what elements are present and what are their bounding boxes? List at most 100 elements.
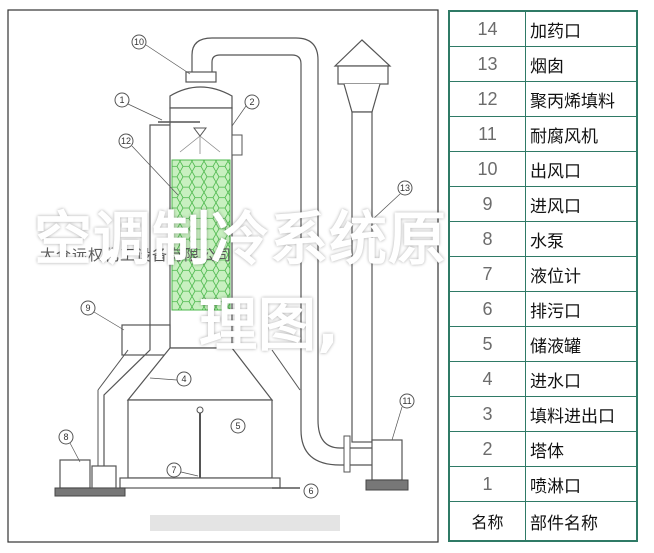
legend-row-number: 4 xyxy=(450,362,526,396)
legend-row: 3 填料进出口 xyxy=(450,397,636,432)
pump-motor xyxy=(91,465,117,489)
callout-6: 6 xyxy=(303,483,319,499)
exhaust-duct xyxy=(191,37,372,449)
legend-header-name: 部件名称 xyxy=(530,513,598,534)
svg-text:5: 5 xyxy=(235,421,240,431)
pump-body xyxy=(59,459,91,489)
tower-top-cap xyxy=(169,86,233,109)
svg-text:12: 12 xyxy=(121,136,131,146)
legend-row: 5 储液罐 xyxy=(450,327,636,362)
legend-row: 6 排污口 xyxy=(450,292,636,327)
side-port xyxy=(231,134,243,156)
legend-row-number: 14 xyxy=(450,12,526,46)
legend-row: 2 塔体 xyxy=(450,432,636,467)
legend-row: 4 进水口 xyxy=(450,362,636,397)
duct-flange xyxy=(343,435,351,473)
chimney-stack xyxy=(351,111,373,443)
legend-header-number: 名称 xyxy=(450,502,526,540)
callout-10: 10 xyxy=(131,34,191,75)
fan-housing xyxy=(371,439,403,481)
svg-text:11: 11 xyxy=(402,396,411,406)
scrubber-tower-drawing: 10 1 2 12 13 9 4 5 8 7 11 6 xyxy=(7,9,439,543)
overlay-title-line2: 理图, xyxy=(199,291,341,359)
legend-row-name: 塔体 xyxy=(530,441,564,462)
spray-nozzle xyxy=(193,127,207,137)
pump-riser xyxy=(103,124,170,466)
legend-row-name: 储液罐 xyxy=(530,336,581,357)
legend-row: 13 烟囱 xyxy=(450,47,636,82)
callout-12: 12 xyxy=(118,133,179,196)
overlay-title: 空调制冷系统原 理图, xyxy=(34,196,634,368)
legend-row: 11 耐腐风机 xyxy=(450,117,636,152)
tower-outlet-flange xyxy=(185,71,217,83)
legend-row-number: 13 xyxy=(450,47,526,81)
svg-text:4: 4 xyxy=(181,374,186,384)
legend-row-number: 3 xyxy=(450,397,526,431)
legend-row: 12 聚丙烯填料 xyxy=(450,82,636,117)
legend-row: 7 液位计 xyxy=(450,257,636,292)
exhaust-duct-inner xyxy=(211,54,372,466)
support-leg-right xyxy=(271,349,301,391)
legend-row: 10 出风口 xyxy=(450,152,636,187)
chimney-taper xyxy=(343,83,381,113)
svg-text:2: 2 xyxy=(249,97,254,107)
legend-header-row: 名称 部件名称 xyxy=(450,502,636,540)
callout-8: 8 xyxy=(58,429,81,463)
legend-row-number: 2 xyxy=(450,432,526,466)
legend-row-name: 加药口 xyxy=(530,21,581,42)
callout-11: 11 xyxy=(391,393,415,441)
callout-1: 1 xyxy=(114,92,163,121)
legend-row: 1 喷淋口 xyxy=(450,467,636,502)
drawing-frame xyxy=(7,9,439,543)
legend-row-name: 进风口 xyxy=(530,196,581,217)
legend-row-number: 12 xyxy=(450,82,526,116)
legend-row-name: 排污口 xyxy=(530,301,581,322)
inlet-duct xyxy=(121,324,171,356)
legend-row-number: 1 xyxy=(450,467,526,501)
svg-text:8: 8 xyxy=(63,432,68,442)
svg-text:10: 10 xyxy=(134,37,144,47)
callout-5: 5 xyxy=(230,418,246,434)
legend-row-name: 进水口 xyxy=(530,371,581,392)
legend-row-name: 出风口 xyxy=(530,161,581,182)
spray-cone xyxy=(179,135,221,154)
company-watermark: 太仓远权化工设备有限公司 xyxy=(40,246,233,264)
legend-row-name: 耐腐风机 xyxy=(530,126,598,147)
callout-9: 9 xyxy=(80,300,125,331)
legend-row-number: 8 xyxy=(450,222,526,256)
callout-2: 2 xyxy=(231,94,260,127)
legend-row: 9 进风口 xyxy=(450,187,636,222)
legend-row-number: 5 xyxy=(450,327,526,361)
legend-row-name: 填料进出口 xyxy=(530,406,615,427)
support-leg-left xyxy=(97,349,129,391)
level-gauge-top xyxy=(196,406,204,414)
legend-row-name: 烟囱 xyxy=(530,56,564,77)
overlay-title-line1: 空调制冷系统原 xyxy=(34,205,448,273)
fan-base xyxy=(365,479,409,491)
callout-13: 13 xyxy=(371,180,413,221)
svg-text:1: 1 xyxy=(119,95,124,105)
legend-row-name: 聚丙烯填料 xyxy=(530,91,615,112)
tank-skirt xyxy=(119,477,281,489)
legend-row-number: 6 xyxy=(450,292,526,326)
svg-text:9: 9 xyxy=(85,303,90,313)
callout-4: 4 xyxy=(149,371,192,387)
pump-base xyxy=(54,487,126,497)
legend-row-number: 7 xyxy=(450,257,526,291)
legend-row-number: 10 xyxy=(450,152,526,186)
packing-hex xyxy=(172,160,230,310)
chimney-top xyxy=(337,65,389,85)
legend-row-number: 11 xyxy=(450,117,526,151)
parts-legend-table: 14 加药口 13 烟囱 12 聚丙烯填料 11 耐腐风机 10 出风口 9 进… xyxy=(448,10,638,542)
svg-text:6: 6 xyxy=(308,486,313,496)
svg-text:13: 13 xyxy=(400,183,410,193)
legend-row-name: 水泵 xyxy=(530,231,564,252)
legend-row-name: 液位计 xyxy=(530,266,581,287)
legend-row-number: 9 xyxy=(450,187,526,221)
callout-7: 7 xyxy=(166,462,199,478)
legend-row: 8 水泵 xyxy=(450,222,636,257)
bottom-blur xyxy=(150,515,340,531)
legend-row: 14 加药口 xyxy=(450,12,636,47)
svg-text:7: 7 xyxy=(171,465,176,475)
legend-row-name: 喷淋口 xyxy=(530,476,581,497)
